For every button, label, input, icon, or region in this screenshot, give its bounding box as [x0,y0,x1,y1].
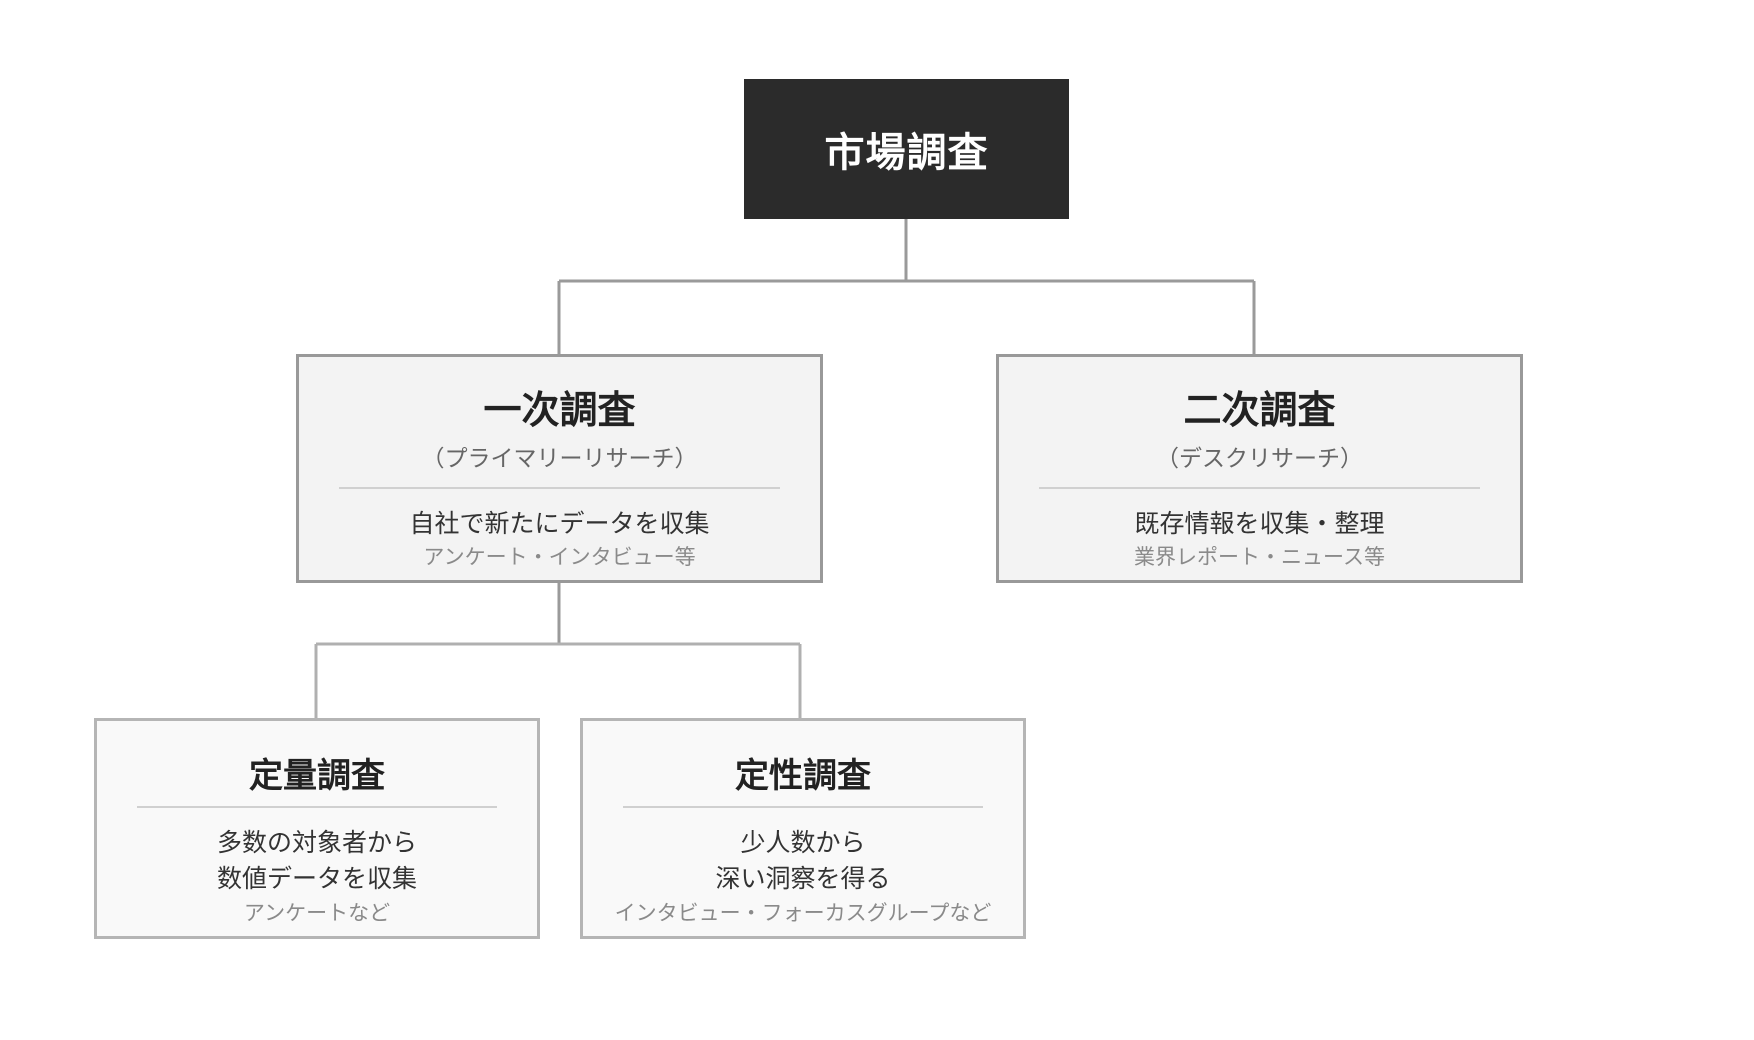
node-quantitative-research: 定量調査 多数の対象者から 数値データを収集 アンケートなど [94,718,540,939]
primary-divider [339,487,780,489]
quantitative-description-line2: 数値データを収集 [216,864,417,893]
quantitative-divider [137,806,497,808]
node-secondary-research: 二次調査 （デスクリサーチ） 既存情報を収集・整理 業界レポート・ニュース等 [996,354,1523,583]
root-node-market-research: 市場調査 [744,79,1069,219]
secondary-divider [1039,487,1480,489]
qualitative-description-line1: 少人数から [740,828,866,857]
qualitative-note: インタビュー・フォーカスグループなど [614,901,992,925]
qualitative-divider [623,806,983,808]
primary-subtitle: （プライマリーリサーチ） [421,446,698,472]
node-primary-research: 一次調査 （プライマリーリサーチ） 自社で新たにデータを収集 アンケート・インタ… [296,354,823,583]
qualitative-title: 定性調査 [735,756,871,796]
primary-note: アンケート・インタビュー等 [423,545,696,569]
secondary-subtitle: （デスクリサーチ） [1156,446,1363,472]
quantitative-title: 定量調査 [249,756,385,796]
qualitative-description-line2: 深い洞察を得る [715,864,891,893]
primary-description: 自社で新たにデータを収集 [409,509,710,538]
secondary-note: 業界レポート・ニュース等 [1134,545,1385,569]
root-node-title: 市場調査 [824,130,989,176]
quantitative-note: アンケートなど [243,901,391,925]
secondary-title: 二次調査 [1183,388,1336,432]
secondary-description: 既存情報を収集・整理 [1134,509,1385,538]
quantitative-description-line1: 多数の対象者から [216,828,417,857]
primary-title: 一次調査 [483,388,636,432]
node-qualitative-research: 定性調査 少人数から 深い洞察を得る インタビュー・フォーカスグループなど [580,718,1026,939]
